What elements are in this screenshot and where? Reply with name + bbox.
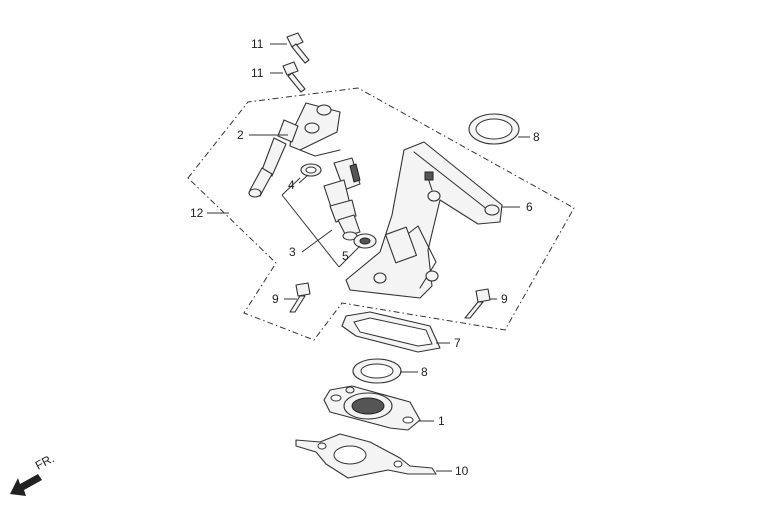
direction-label: FR. bbox=[33, 451, 57, 472]
seal-5 bbox=[353, 233, 377, 249]
callout-1: 1 bbox=[438, 414, 445, 428]
o-ring-4 bbox=[300, 163, 322, 177]
callout-10: 10 bbox=[455, 464, 469, 478]
callout-5: 5 bbox=[342, 249, 349, 263]
intake-housing-6 bbox=[345, 141, 503, 299]
callout-labels: 11 11 2 8 4 12 6 3 5 9 9 7 8 1 10 bbox=[190, 37, 540, 478]
callout-7: 7 bbox=[454, 336, 461, 350]
callout-2: 2 bbox=[237, 128, 244, 142]
insulator-1 bbox=[323, 385, 421, 431]
bolt-11-lower bbox=[282, 61, 306, 93]
callout-8-upper: 8 bbox=[533, 130, 540, 144]
gasket-10 bbox=[295, 433, 437, 479]
direction-arrow-icon bbox=[10, 474, 42, 496]
leader-lines bbox=[207, 43, 530, 472]
callout-9-right: 9 bbox=[501, 292, 508, 306]
gasket-7 bbox=[341, 311, 441, 353]
callout-8-lower: 8 bbox=[421, 365, 428, 379]
bolt-11-upper bbox=[286, 32, 310, 64]
callout-6: 6 bbox=[526, 200, 533, 214]
gasket-ring-8-upper bbox=[468, 113, 520, 145]
bolt-9-right bbox=[464, 288, 491, 319]
callout-3: 3 bbox=[289, 245, 296, 259]
assembly-outline bbox=[187, 87, 575, 341]
callout-11-upper: 11 bbox=[251, 37, 264, 51]
callout-11-lower: 11 bbox=[251, 66, 264, 80]
front-direction-indicator: FR. bbox=[10, 451, 56, 496]
injector-3 bbox=[323, 157, 361, 241]
callout-9-left: 9 bbox=[272, 292, 279, 306]
callout-4: 4 bbox=[288, 178, 295, 192]
fuel-connector-2 bbox=[248, 102, 341, 198]
bolt-9-left bbox=[289, 282, 311, 313]
gasket-ring-8-lower bbox=[352, 358, 402, 384]
callout-12: 12 bbox=[190, 206, 204, 220]
